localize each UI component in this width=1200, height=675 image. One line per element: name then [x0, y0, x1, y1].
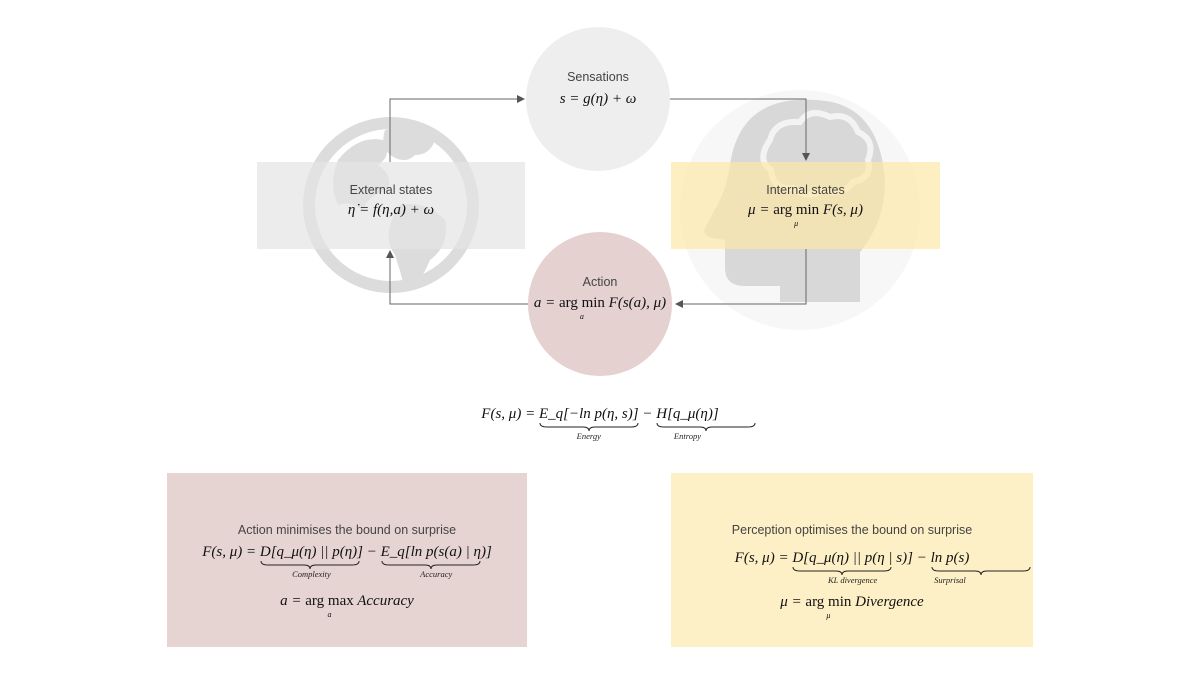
fe-energy-term: E_q[−ln p(η, s)] — [538, 406, 639, 422]
pp-kl-term: D[q_μ(η) || p(η | s)] — [792, 550, 913, 566]
kl-brace — [792, 567, 892, 575]
arrow-internal-to-action — [675, 249, 807, 308]
ap-result-op: arg max — [305, 593, 354, 609]
pp-result-rhs: Divergence — [851, 594, 924, 610]
fe-entropy-term: H[q_μ(η)] — [656, 406, 719, 422]
ap-result-sub: a — [327, 610, 332, 619]
pp-surprisal-term: ln p(s) — [930, 550, 970, 566]
arrow-sensations-to-internal — [670, 98, 810, 161]
action-rhs: F(s(a), μ) — [604, 295, 667, 311]
accuracy-caption: Accuracy — [420, 569, 453, 579]
pp-lhs: F(s, μ) = — [734, 550, 793, 566]
surprisal-caption: Surprisal — [934, 575, 966, 585]
action-lhs: a = — [533, 295, 559, 311]
fe-energy: E_q[−ln p(η, s)] Energy — [538, 406, 639, 441]
internal-rhs: F(s, μ) — [819, 202, 863, 218]
arrow-action-to-external — [386, 250, 528, 305]
sensations-label: Sensations — [567, 70, 629, 84]
action-panel-equation: F(s, μ) = D[q_μ(η) || p(η)]Complexity − … — [167, 544, 527, 579]
ap-result-lhs: a = — [280, 593, 306, 609]
ap-lhs: F(s, μ) = — [202, 544, 260, 560]
external-states-box — [257, 162, 525, 249]
external-states-label: External states — [349, 183, 433, 197]
ap-complexity-term: D[q_μ(η) || p(η)] — [259, 544, 364, 560]
fe-entropy: H[q_μ(η)] Entropy — [656, 406, 719, 441]
internal-lhs: μ = — [748, 202, 774, 218]
action-panel: Action minimises the bound on surprise F… — [167, 473, 527, 647]
pp-result-sub: μ — [826, 611, 831, 620]
surprisal-brace — [931, 567, 1031, 575]
pp-result-op: arg min — [805, 594, 852, 610]
internal-states-label: Internal states — [766, 183, 845, 197]
energy-caption: Energy — [576, 431, 601, 441]
action-label: Action — [582, 275, 618, 289]
ap-accuracy-term: E_q[ln p(s(a) | η)] — [380, 544, 492, 560]
ap-complexity: D[q_μ(η) || p(η)] Complexity — [259, 544, 364, 579]
fe-lhs: F(s, μ) = — [481, 406, 539, 422]
ap-minus: − — [363, 544, 381, 560]
kl-caption: KL divergence — [827, 575, 878, 585]
perception-panel: Perception optimises the bound on surpri… — [671, 473, 1033, 647]
pp-kl: D[q_μ(η) || p(η | s)] KL divergence — [792, 550, 913, 585]
sensations-circle — [526, 27, 670, 171]
pp-minus: − — [912, 550, 931, 566]
external-states-formula: η̇ = f(η,a) + ω — [347, 202, 435, 218]
internal-argmin-sub: μ — [794, 219, 799, 228]
fe-minus: − — [638, 406, 657, 422]
action-argmin-op: arg min — [558, 295, 605, 311]
pp-result-lhs: μ = — [780, 594, 806, 610]
entropy-brace — [656, 423, 756, 431]
sensations-formula: s = g(η) + ω — [559, 91, 637, 107]
perception-panel-equation: F(s, μ) = D[q_μ(η) || p(η | s)] KL diverg… — [671, 550, 1033, 585]
action-argmin-sub: a — [579, 312, 584, 321]
complexity-caption: Complexity — [292, 569, 331, 579]
free-energy-equation: F(s, μ) = E_q[−ln p(η, s)] Energy − H[q_μ… — [400, 406, 800, 441]
complexity-brace — [260, 561, 360, 569]
entropy-caption: Entropy — [673, 431, 701, 441]
perception-panel-title: Perception optimises the bound on surpri… — [731, 523, 973, 537]
accuracy-brace — [381, 561, 481, 569]
ap-accuracy: E_q[ln p(s(a) | η)] Accuracy — [380, 544, 492, 579]
ap-result-rhs: Accuracy — [353, 593, 414, 609]
internal-states-box — [671, 162, 940, 249]
internal-argmin-op: arg min — [773, 202, 820, 218]
pp-surprisal: ln p(s) Surprisal — [930, 550, 970, 585]
arrow-external-to-sensations — [389, 95, 525, 162]
energy-brace — [539, 423, 639, 431]
action-circle — [528, 232, 672, 376]
action-panel-title: Action minimises the bound on surprise — [237, 523, 457, 537]
